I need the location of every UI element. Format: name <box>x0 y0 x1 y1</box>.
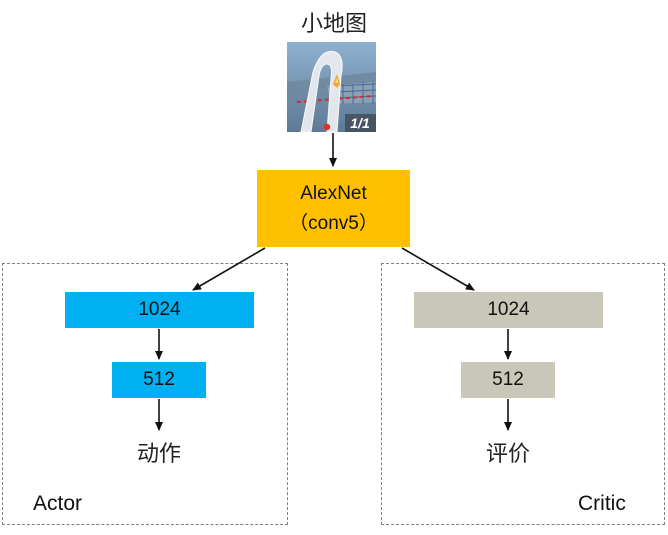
critic-group-label: Critic <box>578 492 626 515</box>
alexnet-label: AlexNet <box>300 182 367 204</box>
arrow-alexnet-to-critic <box>401 247 475 291</box>
critic-group <box>381 263 665 525</box>
minimap-title: 小地图 <box>300 12 367 37</box>
actor-output-label: 动作 <box>136 442 181 467</box>
arrow-alexnet-to-actor <box>192 247 266 291</box>
actor-group <box>2 263 288 525</box>
critic-fc-512: 512 <box>461 362 555 398</box>
actor-fc-1024: 1024 <box>65 292 254 328</box>
conv5-label: （conv5） <box>289 212 378 234</box>
actor-group-label: Actor <box>33 492 83 515</box>
actor-fc-512: 512 <box>112 362 206 398</box>
minimap-counter: 1/1 <box>350 115 370 131</box>
critic-output-label: 评价 <box>485 442 530 467</box>
minimap-image: 1/1 <box>287 42 376 132</box>
minimap-picture: 1/1 <box>287 42 376 132</box>
critic-fc-1024: 1024 <box>414 292 603 328</box>
alexnet-conv5-node: AlexNet （conv5） <box>257 170 410 247</box>
